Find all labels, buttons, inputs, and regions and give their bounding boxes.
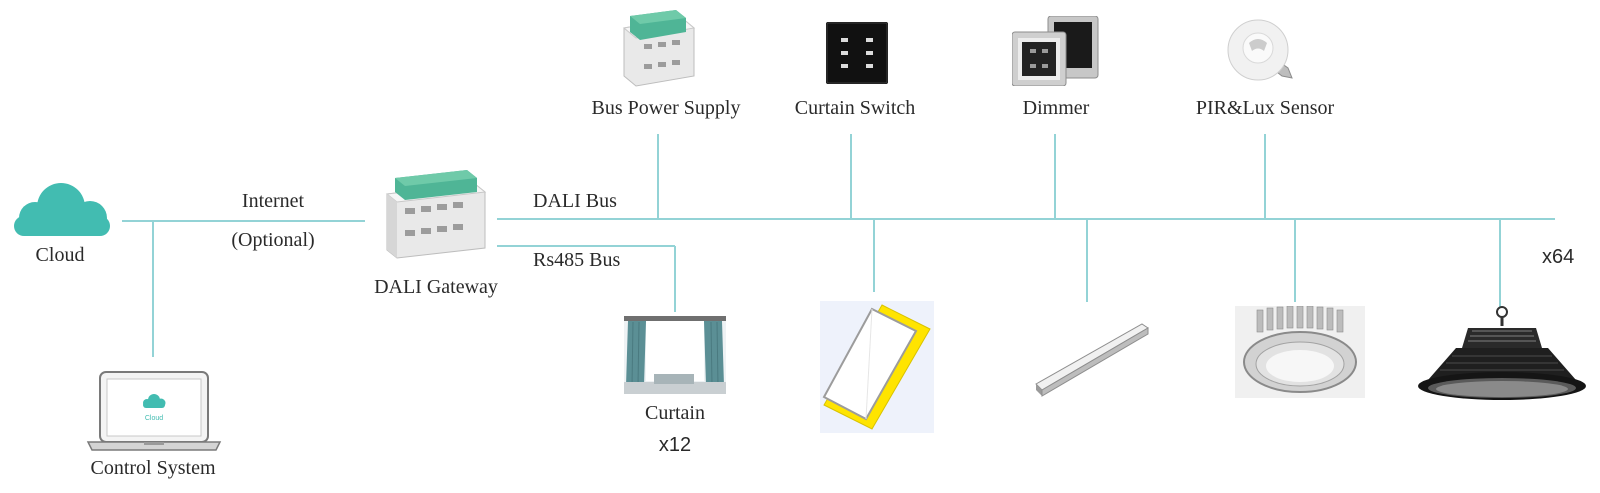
led-panel-light-icon [820, 301, 934, 433]
din-rail-power-supply-icon [622, 10, 696, 87]
laptop-icon: Cloud [86, 371, 222, 451]
laptop-screen-label: Cloud [145, 415, 163, 422]
internet-label: Internet [241, 190, 305, 212]
keypad-switch-icon [826, 22, 888, 84]
dali-bus-max-devices: x64 [1542, 246, 1575, 268]
control-system-label: Control System [90, 457, 216, 479]
rs485-bus-label: Rs485 Bus [533, 249, 621, 271]
dimmer-panel-icon [1012, 16, 1099, 86]
gateway-label: DALI Gateway [374, 276, 498, 298]
curtain-switch-label: Curtain Switch [794, 97, 916, 119]
ceiling-sensor-icon [1227, 19, 1293, 81]
curtain-label: Curtain [645, 402, 705, 424]
dimmer-label: Dimmer [1022, 97, 1090, 119]
bus-power-supply-label: Bus Power Supply [591, 97, 741, 119]
downlight-icon [1235, 306, 1365, 398]
pir-lux-sensor-label: PIR&Lux Sensor [1195, 97, 1335, 119]
highbay-light-icon [1418, 306, 1586, 400]
curtain-count: x12 [658, 434, 692, 456]
cloud-icon [14, 183, 110, 236]
internet-optional-label: (Optional) [231, 229, 315, 251]
curtain-photo-icon [624, 316, 726, 394]
cloud-label: Cloud [35, 244, 85, 266]
din-rail-gateway-icon [385, 170, 487, 259]
linear-light-icon [1035, 323, 1149, 397]
dali-bus-label: DALI Bus [533, 190, 617, 212]
